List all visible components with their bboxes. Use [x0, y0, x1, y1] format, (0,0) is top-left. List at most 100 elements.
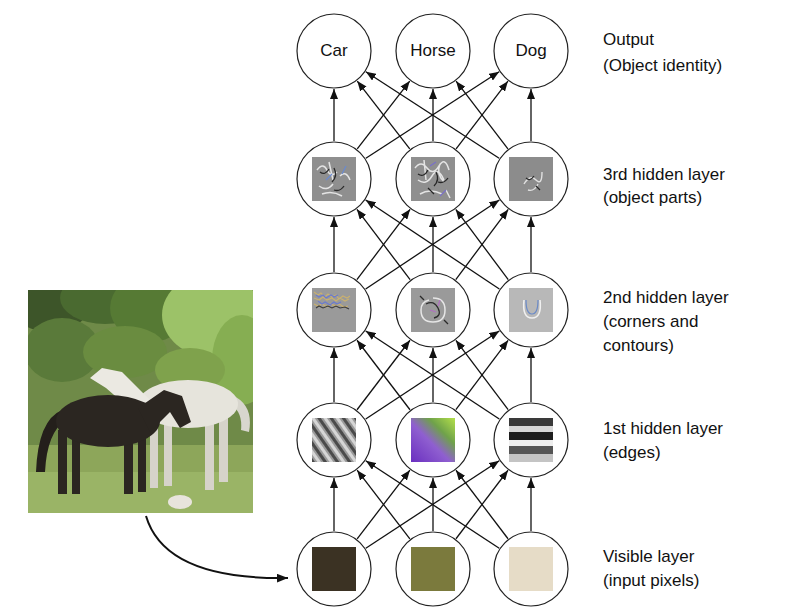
- feature-square: [509, 288, 553, 332]
- unit-circle: [396, 273, 470, 347]
- connector-arrow: [357, 209, 410, 279]
- feature-square: [411, 157, 455, 201]
- feature-square: [312, 418, 356, 462]
- hidden-unit: [493, 141, 569, 217]
- output-unit: Car: [296, 13, 372, 89]
- connector-arrow: [456, 470, 508, 538]
- unit-label: Car: [320, 41, 347, 61]
- output-unit: Dog: [493, 13, 569, 89]
- feature-strokes: [430, 162, 446, 196]
- feature-strokes: [421, 298, 445, 322]
- unit-circle: [297, 403, 371, 477]
- input-unit: [493, 531, 569, 607]
- connector-arrow: [366, 331, 500, 419]
- feature-image: [509, 157, 553, 201]
- unit-circle: [494, 403, 568, 477]
- horse-photo: [28, 290, 253, 513]
- layer-label: (object parts): [603, 186, 783, 210]
- layer-label: Visible layer: [603, 545, 783, 569]
- unit-label: Horse: [410, 41, 455, 61]
- unit-outline: [296, 141, 372, 217]
- feature-square: [411, 288, 455, 332]
- connector-arrow: [333, 217, 334, 272]
- feature-image: [312, 288, 356, 332]
- unit-circle: [494, 532, 568, 606]
- pixel-square: [509, 547, 553, 591]
- connector-arrow: [333, 478, 334, 531]
- dark-horse-head: [138, 390, 191, 432]
- unit-outline: [395, 272, 471, 348]
- pixel-square: [312, 547, 356, 591]
- feature-strokes: [326, 166, 346, 180]
- feature-image: [509, 288, 553, 332]
- white-horse-leg: [164, 418, 172, 486]
- feature-strokes: [526, 176, 540, 190]
- connector-arrow: [530, 478, 531, 531]
- layer-label: (Object identity): [603, 54, 783, 78]
- dark-horse-leg: [72, 434, 80, 494]
- unit-circle: [396, 532, 470, 606]
- connector-arrow: [456, 209, 508, 279]
- feature-strokes: [316, 306, 349, 309]
- feature-strokes: [418, 170, 448, 194]
- hidden-unit: [493, 272, 569, 348]
- connector-arrow: [366, 461, 499, 548]
- dark-horse-leg: [58, 430, 67, 494]
- layer-label: (corners and contours): [603, 310, 711, 358]
- unit-outline: [395, 531, 471, 607]
- connector-arrow: [357, 470, 410, 539]
- feature-band: [509, 440, 553, 446]
- connector-arrow: [357, 81, 410, 149]
- feature-strokes: [415, 160, 450, 198]
- hidden-unit: [296, 402, 372, 478]
- unit-circle: [396, 14, 470, 88]
- unit-outline: [493, 272, 569, 348]
- connector-arrow: [530, 348, 531, 402]
- connector-arrow: [530, 217, 531, 272]
- output-unit: Horse: [395, 13, 471, 89]
- tree-foliage: [83, 326, 167, 378]
- connector-arrow: [357, 470, 410, 539]
- hidden-unit: [296, 272, 372, 348]
- hidden-unit: [296, 141, 372, 217]
- connector-arrow: [456, 340, 508, 409]
- connector-arrow: [456, 81, 508, 149]
- connector-arrow: [366, 461, 499, 548]
- feature-image: [411, 288, 455, 332]
- layer-label: 2nd hidden layer: [603, 286, 783, 310]
- unit-circle: [494, 14, 568, 88]
- feature-strokes: [526, 300, 538, 314]
- connector-arrow: [357, 209, 410, 279]
- unit-outline: [493, 141, 569, 217]
- layer-label: 3rd hidden layer: [603, 163, 783, 187]
- feature-image: [312, 157, 356, 201]
- unit-label: Dog: [515, 41, 546, 61]
- input-unit: [395, 531, 471, 607]
- feature-strokes: [316, 295, 341, 305]
- hidden-unit: [493, 402, 569, 478]
- feature-band: [509, 446, 553, 454]
- layer-label: Output: [603, 28, 783, 52]
- layer-label: (edges): [603, 441, 783, 465]
- hidden-unit: [395, 141, 471, 217]
- unit-circle: [396, 142, 470, 216]
- pixel-square: [411, 547, 455, 591]
- unit-outline: [395, 141, 471, 217]
- unit-circle: [297, 273, 371, 347]
- unit-circle: [494, 273, 568, 347]
- connector-arrow: [357, 340, 410, 410]
- unit-circle: [297, 142, 371, 216]
- feature-strokes: [524, 172, 542, 190]
- connector-arrow: [366, 200, 500, 289]
- connector-arrow: [456, 470, 508, 538]
- connector-arrow: [366, 72, 499, 159]
- input-arrow: [146, 516, 288, 578]
- unit-outline: [395, 402, 471, 478]
- connector-arrow: [456, 209, 508, 279]
- feature-strokes: [314, 292, 350, 307]
- feature-strokes: [430, 300, 440, 312]
- connector-arrow: [366, 200, 500, 289]
- feature-square: [312, 288, 356, 332]
- layer-label: (input pixels): [603, 569, 783, 593]
